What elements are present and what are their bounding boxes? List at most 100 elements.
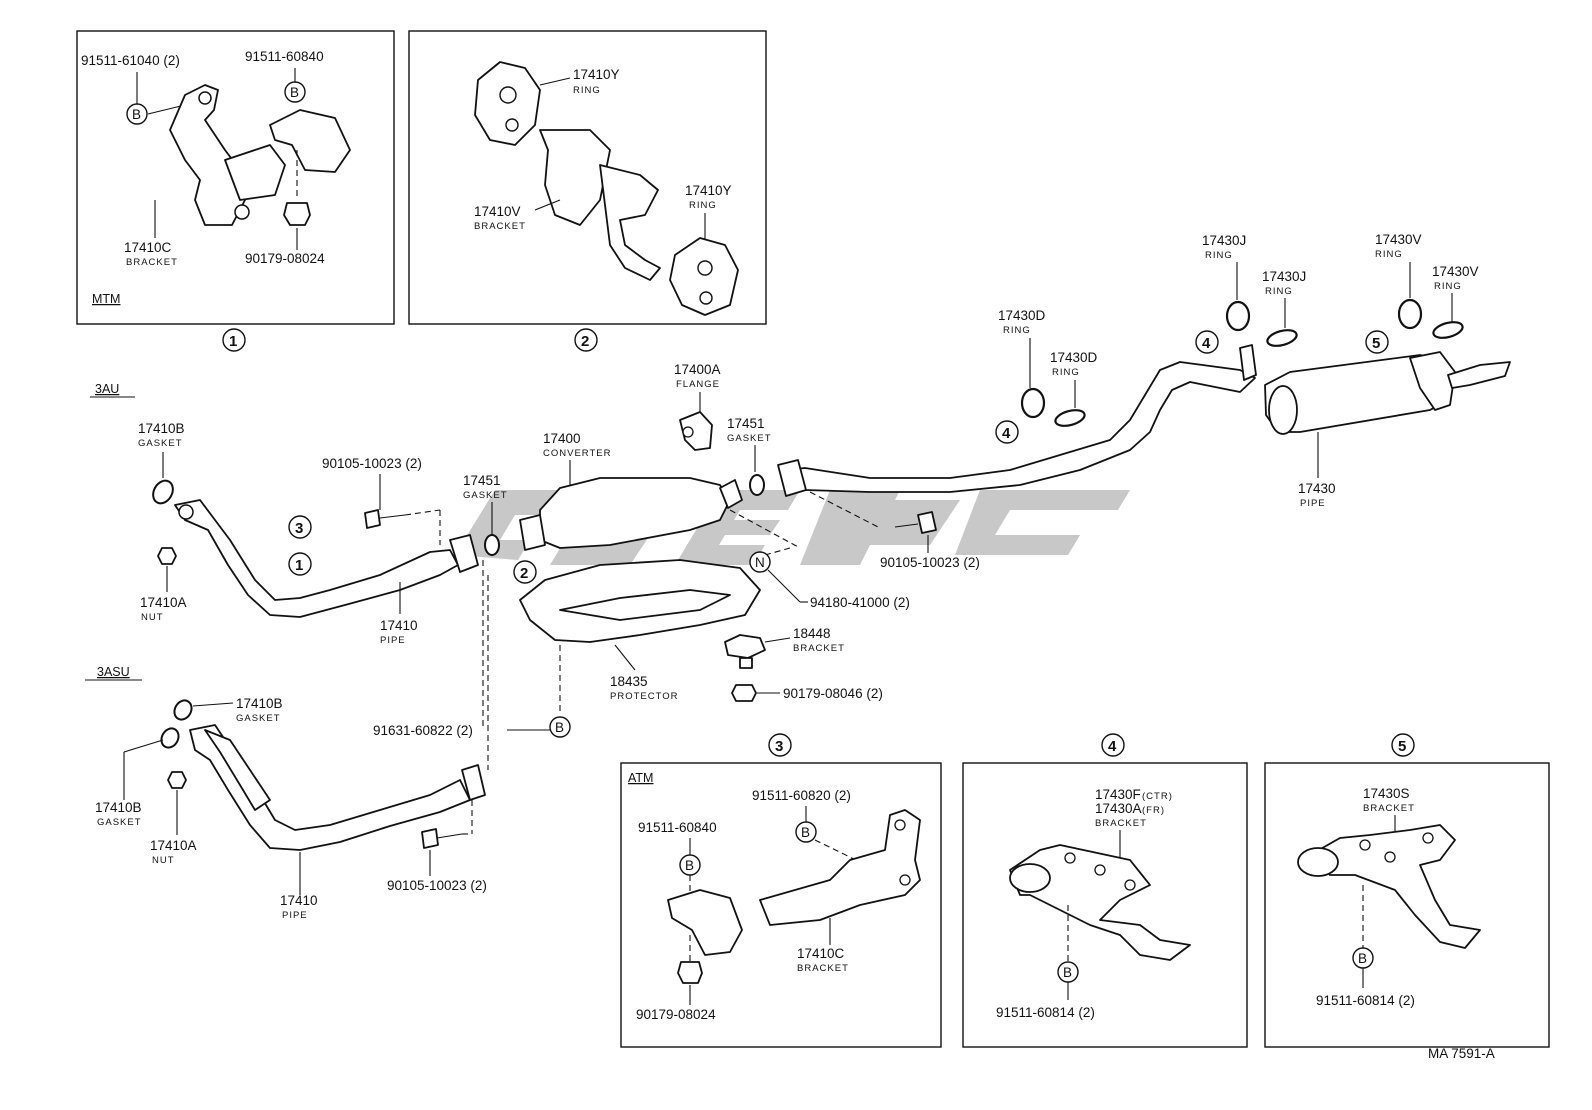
bracket-17410c-shape (169, 84, 246, 226)
label-18448: 18448 (793, 626, 831, 641)
label-17410v: 17410V (474, 204, 521, 219)
detail-box-2 (408, 30, 767, 325)
bracket-17430s (1309, 824, 1481, 949)
front-pipe-17410-3au (174, 499, 459, 618)
label-17430d-a: 17430D (998, 308, 1046, 323)
detail-box-3 (620, 762, 942, 1048)
bracket-17430fa (1009, 844, 1191, 961)
label-90179-08024-b: 90179-08024 (636, 1007, 716, 1022)
label-17430v-a: 17430V (1375, 232, 1422, 247)
label-17400a: 17400A (674, 362, 721, 377)
label-91631: 91631-60822 (2) (373, 723, 473, 738)
label-17451-b-name: GASKET (727, 433, 772, 444)
label-17430a: 17430A (1095, 801, 1142, 816)
label-17430a-tag: (FR) (1142, 805, 1165, 816)
circle-marker-5-main: 5 (1365, 330, 1389, 354)
label-17410a-b-name: NUT (152, 855, 175, 866)
circle-marker-5-box: 5 (1391, 733, 1415, 757)
label-17410c-b-name: BRACKET (797, 963, 849, 974)
label-17451-a: 17451 (463, 473, 501, 488)
label-94180: 94180-41000 (2) (810, 595, 910, 610)
marker-b-2: B (284, 81, 306, 103)
svg-text:B: B (132, 107, 141, 122)
label-17410y-a-name: RING (573, 85, 601, 96)
label-17410c-a: 17410C (124, 240, 172, 255)
label-17410-b-name: PIPE (282, 910, 308, 921)
circle-marker-3-main: 3 (288, 515, 312, 539)
label-17410y-a: 17410Y (573, 67, 620, 82)
clamp-shape-1 (269, 109, 351, 173)
label-17451-a-name: GASKET (463, 490, 508, 501)
svg-text:3: 3 (295, 520, 303, 537)
detail-box-4 (962, 762, 1248, 1048)
label-17430j-b-name: RING (1265, 286, 1293, 297)
svg-text:N: N (755, 555, 765, 570)
label-17410a-a: 17410A (140, 595, 187, 610)
detail-box-5 (1264, 762, 1550, 1048)
circle-marker-4-main: 4 (995, 420, 1019, 444)
label-17430s: 17430S (1363, 786, 1410, 801)
label-17410-b: 17410 (280, 893, 318, 908)
label-91511-60814-b: 91511-60814 (2) (1316, 993, 1415, 1008)
nut-90179-08046 (731, 684, 757, 702)
section-atm: ATM (628, 771, 653, 785)
label-17400: 17400 (543, 431, 581, 446)
svg-text:2: 2 (581, 333, 589, 350)
label-17430d-b-name: RING (1052, 367, 1080, 378)
svg-text:1: 1 (295, 557, 303, 574)
flange-17400a (679, 411, 713, 451)
marker-b-1: B (126, 103, 148, 125)
label-91511-61040: 91511-61040 (2) (81, 53, 180, 68)
label-17430j-a-name: RING (1205, 250, 1233, 261)
label-17410b-b: 17410B (236, 696, 283, 711)
nut-17410a-a (157, 547, 177, 565)
label-17410-a-name: PIPE (380, 635, 406, 646)
circle-marker-2-box: 2 (574, 328, 598, 352)
label-17430v-b: 17430V (1432, 264, 1479, 279)
label-91511-60820: 91511-60820 (2) (752, 788, 851, 803)
label-17400a-name: FLANGE (676, 379, 720, 390)
section-mtm: MTM (92, 292, 120, 306)
label-91511-60840-a: 91511-60840 (245, 49, 324, 64)
label-17430v-b-name: RING (1434, 281, 1462, 292)
marker-b-6: B (1057, 961, 1079, 983)
label-17430s-name: BRACKET (1363, 803, 1415, 814)
label-90105-b: 90105-10023 (2) (880, 555, 980, 570)
label-17410-a: 17410 (380, 618, 418, 633)
label-17430d-b: 17430D (1050, 350, 1098, 365)
svg-text:4: 4 (1002, 425, 1011, 442)
label-17430j-b: 17430J (1262, 269, 1306, 284)
label-17430j-a: 17430J (1202, 233, 1246, 248)
label-91511-60814-a: 91511-60814 (2) (996, 1005, 1095, 1020)
label-17410b-c: 17410B (95, 800, 142, 815)
label-17410b-a-name: GASKET (138, 438, 183, 449)
marker-n: N (749, 551, 771, 573)
svg-text:4: 4 (1202, 335, 1211, 352)
circle-marker-4-upper: 4 (1195, 330, 1219, 354)
section-3asu: 3ASU (97, 665, 130, 679)
svg-text:2: 2 (520, 565, 528, 582)
converter-17400-body (539, 477, 731, 549)
nut-17410a-b (167, 771, 187, 789)
svg-text:B: B (801, 825, 810, 840)
svg-text:B: B (1358, 951, 1367, 966)
svg-text:B: B (290, 85, 299, 100)
svg-text:1: 1 (229, 333, 237, 350)
center-pipe (784, 361, 1256, 493)
svg-text:5: 5 (1372, 335, 1380, 352)
bolt-90105-b (917, 511, 937, 534)
label-18435-name: PROTECTOR (610, 691, 678, 702)
label-17410b-b-name: GASKET (236, 713, 281, 724)
label-17430f: 17430F (1095, 787, 1141, 802)
bolt-90105-c (421, 828, 439, 849)
svg-text:B: B (555, 720, 564, 735)
bracket-17410c-b (759, 809, 921, 926)
label-17430: 17430 (1298, 481, 1336, 496)
label-17430-name: PIPE (1300, 498, 1326, 509)
svg-text:5: 5 (1398, 738, 1406, 755)
label-18435: 18435 (610, 674, 648, 689)
label-17410b-c-name: GASKET (97, 817, 142, 828)
label-17410y-b: 17410Y (685, 183, 732, 198)
svg-text:B: B (685, 858, 694, 873)
